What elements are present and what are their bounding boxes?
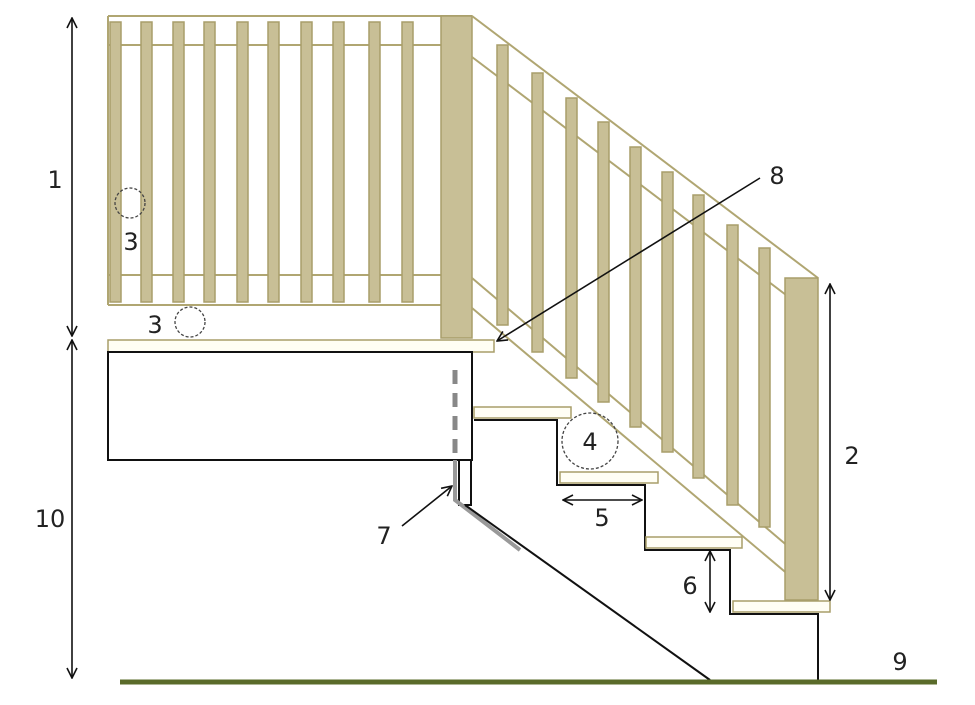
baluster [565, 97, 578, 379]
label-10: 10 [35, 505, 66, 533]
label-6: 6 [682, 572, 697, 600]
rail-gap-arrow [497, 177, 761, 341]
baluster [401, 21, 414, 303]
baluster [629, 146, 642, 428]
stair-railing [471, 15, 819, 601]
stringer-profile [474, 419, 819, 680]
label-3b: 3 [147, 311, 162, 339]
baluster [172, 21, 185, 303]
deck-railing [107, 15, 473, 339]
tread-4 [732, 600, 831, 613]
baluster [726, 224, 739, 506]
baluster [758, 247, 771, 528]
bottom-gap-circle [174, 306, 206, 338]
stringer-bracket [453, 460, 522, 552]
label-1: 1 [47, 166, 62, 194]
rim-joist [107, 351, 473, 461]
label-8: 8 [769, 162, 784, 190]
tread-1 [473, 406, 572, 419]
baluster [203, 21, 216, 303]
baluster [692, 194, 705, 479]
baluster [661, 171, 674, 453]
deck-post [440, 15, 473, 339]
baluster-gap-circle [114, 187, 146, 219]
baluster [496, 44, 509, 326]
baluster [236, 21, 249, 303]
label-9: 9 [892, 648, 907, 676]
baluster [531, 72, 544, 353]
baluster [109, 21, 122, 303]
baluster [140, 21, 153, 303]
deck-board [107, 339, 495, 353]
stair-post [784, 277, 819, 601]
stringer-hanger [458, 459, 472, 506]
label-3a: 3 [123, 228, 138, 256]
baluster [597, 121, 610, 403]
baluster [300, 21, 313, 303]
riser-opening-circle [561, 412, 619, 470]
stringer-bottom [464, 504, 711, 681]
baluster [368, 21, 381, 303]
label-5: 5 [594, 504, 609, 532]
baluster [267, 21, 280, 303]
label-2: 2 [844, 442, 859, 470]
label-7: 7 [376, 522, 391, 550]
tread-2 [559, 471, 659, 484]
baluster [332, 21, 345, 303]
label-4: 4 [582, 428, 597, 456]
stringer-attachment-arrow [401, 486, 452, 527]
tread-3 [645, 536, 743, 549]
